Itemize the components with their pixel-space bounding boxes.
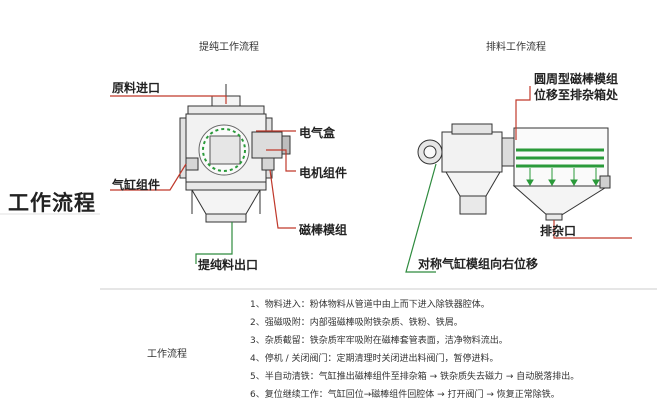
label-waste-outlet: 排杂口 [540, 224, 577, 238]
steps-label: 工作流程 [147, 349, 187, 360]
label-rod-move-2: 位移至排杂箱处 [534, 88, 619, 102]
side-title: 工作流程 [8, 191, 96, 215]
discharge-machine [417, 123, 611, 221]
step-item: 3、杂质截留：铁杂质牢牢吸附在磁棒套管表面，洁净物料流出。 [250, 336, 508, 346]
step-item: 2、强磁吸附：内部强磁棒吸附铁杂质、铁粉、铁屑。 [250, 318, 463, 328]
falling-impurity-arrows [526, 168, 600, 186]
magnet-rod-ring [202, 128, 246, 172]
label-cylinder-move: 对称气缸模组向右位移 [418, 257, 539, 271]
label-motor: 电机组件 [299, 166, 348, 180]
label-rod-move-1: 圆周型磁棒模组 [534, 72, 619, 86]
callout-lines [110, 86, 632, 239]
callout-lines-green [195, 163, 437, 273]
label-electric-box: 电气盒 [299, 126, 336, 140]
step-item: 6、复位继续工作：气缸回位→磁棒组件回腔体 → 打开阀门 → 恢复正常除铁。 [250, 390, 560, 400]
label-cylinder: 气缸组件 [112, 178, 161, 192]
step-item: 4、停机 / 关闭阀门：定期清理时关闭进出料阀门，暂停进料。 [250, 354, 499, 364]
label-magnet-module: 磁棒模组 [299, 223, 348, 237]
purification-machine [179, 84, 291, 223]
step-item: 1、物料进入：粉体物料从管道中由上而下进入除铁器腔体。 [250, 300, 490, 310]
magnet-rods-displaced [516, 148, 604, 168]
label-raw-inlet: 原料进口 [112, 81, 161, 95]
right-panel-title: 排料工作流程 [486, 42, 546, 53]
step-item: 5、半自动清铁：气缸推出磁棒组件至排杂箱 → 铁杂质失去磁力 → 自动脱落排出。 [250, 372, 580, 382]
left-panel-title: 提纯工作流程 [199, 42, 259, 53]
label-pure-outlet: 提纯料出口 [198, 258, 259, 272]
